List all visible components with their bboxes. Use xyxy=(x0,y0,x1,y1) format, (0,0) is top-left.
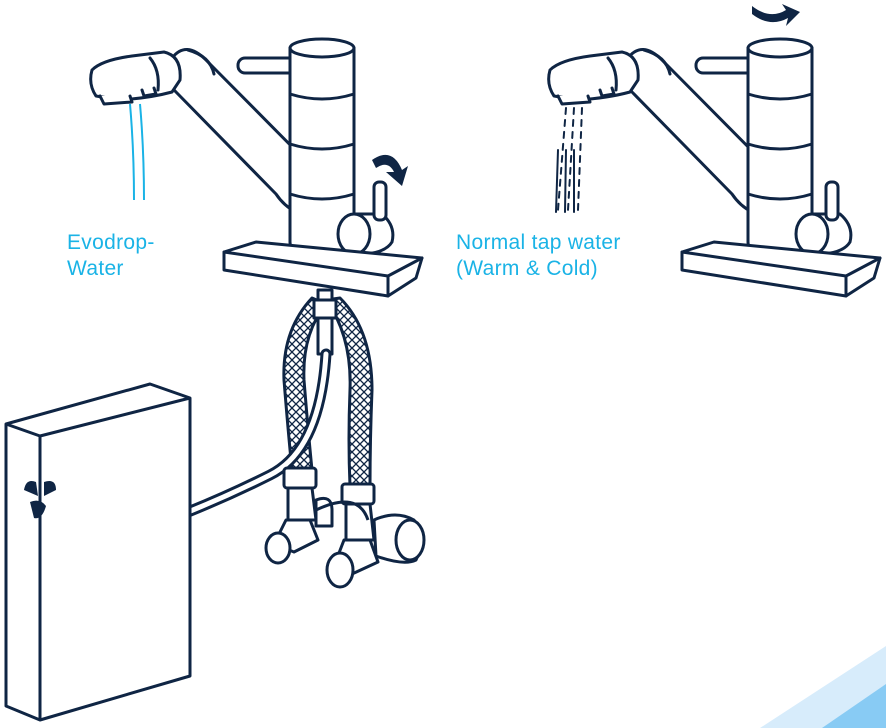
rotate-arrow-icon xyxy=(752,4,800,26)
evodrop-logo-icon xyxy=(24,481,56,519)
rotate-arrow-icon xyxy=(372,154,408,186)
corner-decoration xyxy=(760,646,886,728)
normal-label-line1: Normal tap water xyxy=(456,231,621,254)
evodrop-label-line1: Evodrop- xyxy=(67,231,155,254)
tap-water-spray xyxy=(555,107,583,213)
left-faucet xyxy=(89,37,424,298)
evodrop-water-label: Evodrop- Water xyxy=(67,230,155,282)
normal-tap-water-label: Normal tap water (Warm & Cold) xyxy=(456,230,621,282)
normal-label-line2: (Warm & Cold) xyxy=(456,257,598,280)
evodrop-label-line2: Water xyxy=(67,257,124,280)
filter-box xyxy=(4,382,192,722)
evodrop-water-stream xyxy=(129,103,145,201)
angle-valves xyxy=(264,466,426,589)
right-faucet xyxy=(547,37,882,298)
